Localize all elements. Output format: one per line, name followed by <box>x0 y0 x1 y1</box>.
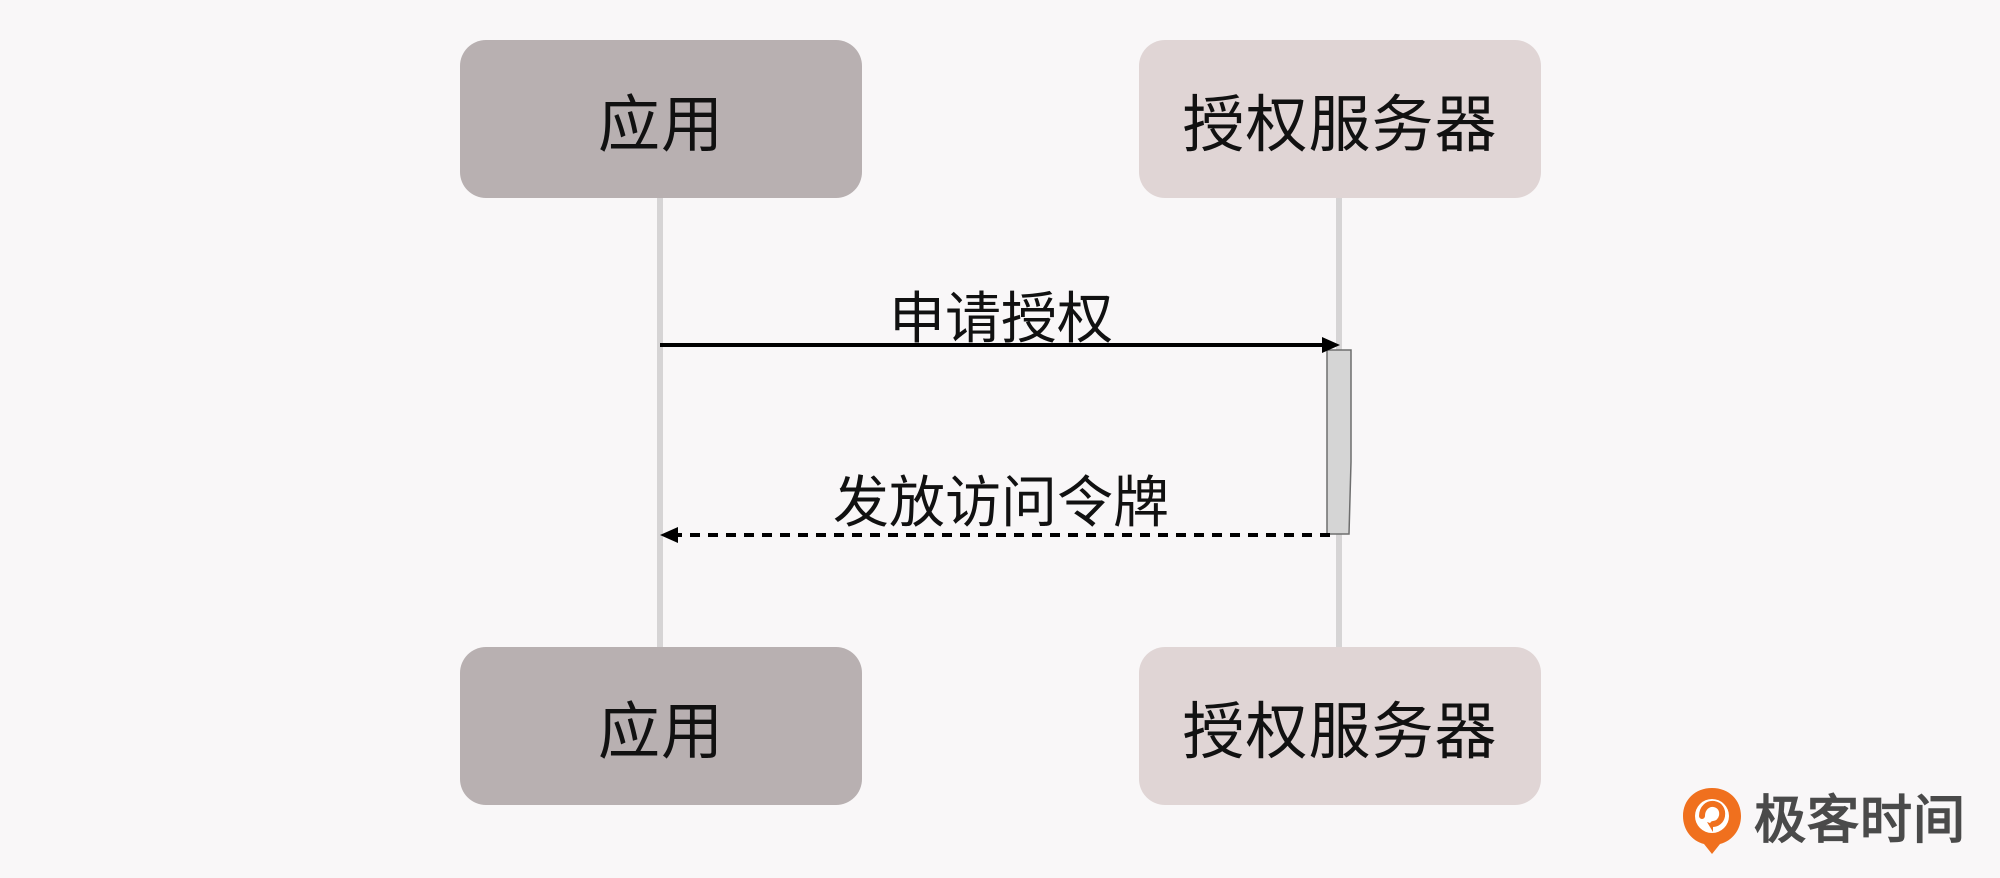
geektime-logo-icon <box>1683 788 1741 854</box>
app-lifeline <box>657 196 663 648</box>
brand-text: 极客时间 <box>1754 791 1967 851</box>
response-label: 发放访问令牌 <box>833 471 1169 536</box>
server-participant-label: 授权服务器 <box>1182 695 1498 768</box>
app-participant-top: 应用 <box>460 40 862 198</box>
brand-watermark: 极客时间 <box>1680 786 1966 856</box>
server-participant-label: 授权服务器 <box>1182 88 1498 161</box>
server-participant-top: 授权服务器 <box>1139 40 1541 198</box>
server-lifeline <box>1336 196 1342 648</box>
app-participant-label: 应用 <box>597 88 724 161</box>
app-participant-bottom: 应用 <box>460 647 862 805</box>
server-participant-bottom: 授权服务器 <box>1139 647 1541 805</box>
app-participant-label: 应用 <box>597 695 724 768</box>
request-label: 申请授权 <box>889 287 1113 352</box>
